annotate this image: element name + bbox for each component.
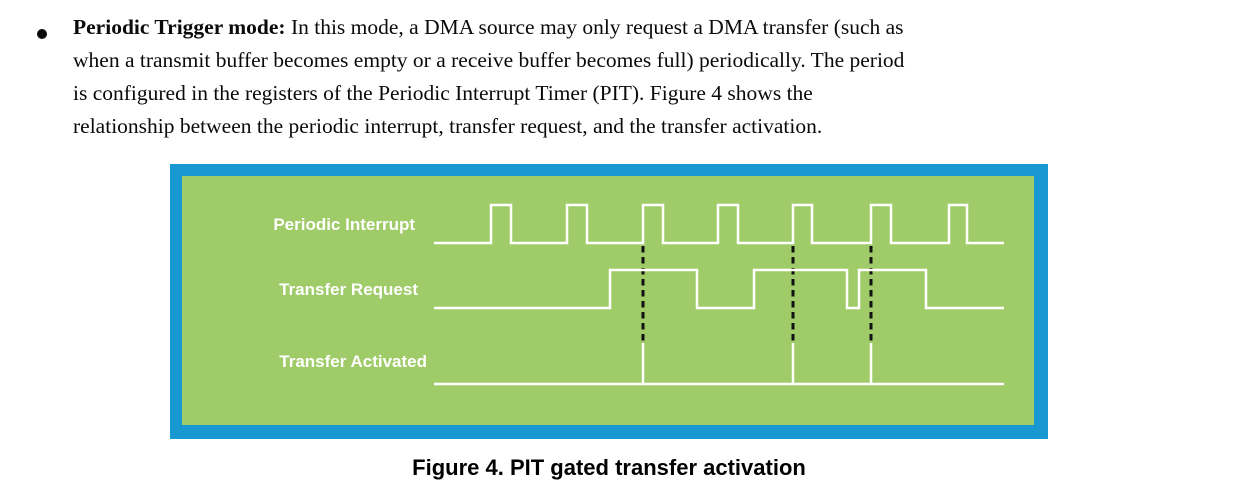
paragraph-line-3: is configured in the registers of the Pe… (73, 81, 813, 105)
paragraph-line-1: Periodic Trigger mode: In this mode, a D… (73, 11, 1223, 44)
paragraph-line-4: relationship between the periodic interr… (73, 114, 823, 138)
signal-label-periodic-interrupt: Periodic Interrupt (273, 215, 415, 234)
body-paragraph: Periodic Trigger mode: In this mode, a D… (73, 11, 1223, 143)
figure-4-frame: Periodic Interrupt Transfer Request Tran… (170, 164, 1048, 439)
signal-label-transfer-request: Transfer Request (279, 280, 418, 299)
paragraph-lead-bold: Periodic Trigger mode: (73, 15, 286, 39)
bullet-marker (37, 29, 47, 39)
paragraph-line-1-rest: In this mode, a DMA source may only requ… (285, 15, 904, 39)
signal-label-transfer-activated: Transfer Activated (279, 352, 427, 371)
waveform-traces (434, 203, 1004, 386)
timing-diagram: Periodic Interrupt Transfer Request Tran… (182, 176, 1034, 425)
figure-caption: Figure 4. PIT gated transfer activation (412, 455, 806, 480)
paragraph-line-2: when a transmit buffer becomes empty or … (73, 48, 905, 72)
